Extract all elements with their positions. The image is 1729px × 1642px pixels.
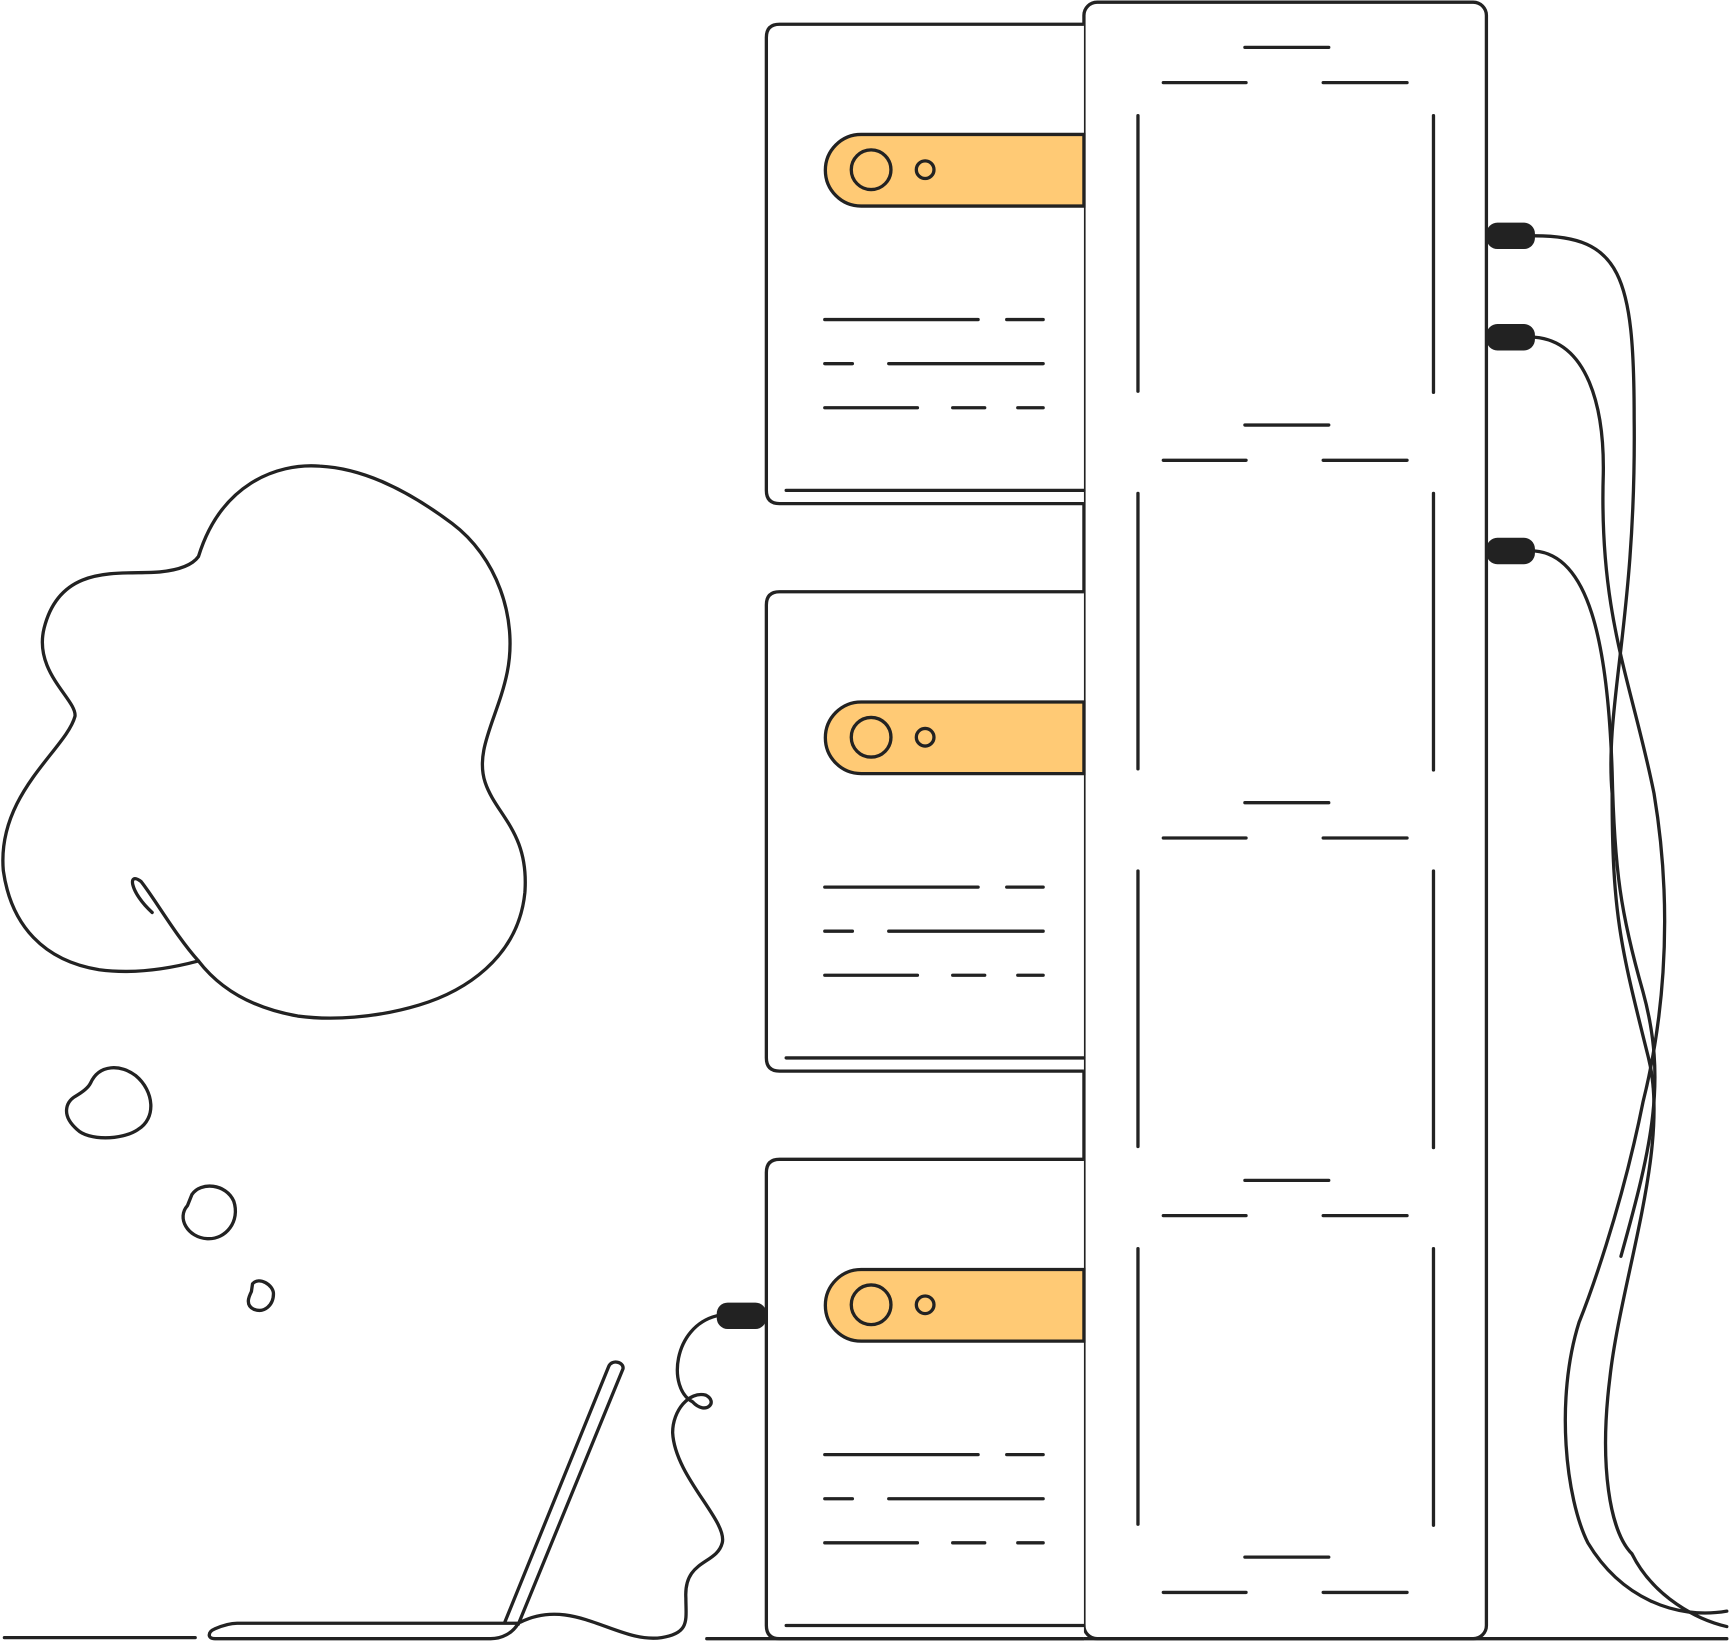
power-button-icon	[849, 715, 893, 759]
rack-footer	[1161, 1555, 1409, 1595]
rack-section	[1136, 801, 1436, 1150]
status-led-icon	[914, 1294, 936, 1316]
server-unit	[764, 590, 1086, 1073]
drive-bay	[823, 132, 1086, 208]
rack-section	[1136, 423, 1436, 772]
power-button-icon	[849, 1283, 893, 1327]
server-unit	[764, 22, 1086, 506]
rack-section	[1136, 45, 1436, 394]
rack-section	[1136, 1178, 1436, 1527]
server-rack	[1082, 0, 1489, 1641]
plug-left	[716, 1302, 767, 1330]
server-case	[764, 22, 1084, 506]
server-case	[764, 1157, 1084, 1641]
power-button-icon	[849, 148, 893, 192]
cables	[518, 234, 1729, 1640]
laptop	[207, 1360, 625, 1641]
server-unit	[764, 1157, 1086, 1641]
drive-bay	[823, 700, 1086, 776]
status-led-icon	[914, 159, 936, 181]
plug-1	[1486, 222, 1535, 250]
server-case	[764, 590, 1084, 1073]
plug-3	[1486, 537, 1535, 565]
plug-2	[1486, 323, 1535, 351]
drive-bay	[823, 1267, 1086, 1343]
thought-cloud	[1, 464, 527, 1312]
status-led-icon	[914, 726, 936, 748]
plugs	[716, 222, 1535, 1330]
